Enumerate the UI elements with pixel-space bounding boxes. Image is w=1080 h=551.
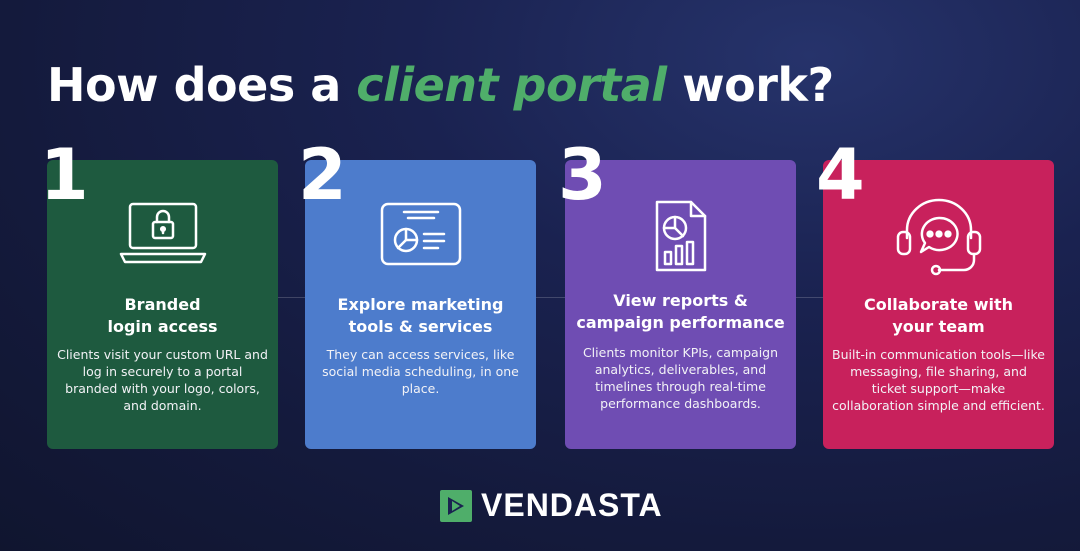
step-description: They can access services, like social me… — [322, 347, 519, 396]
laptop-lock-icon — [119, 202, 206, 264]
dashboard-screen-icon — [380, 202, 461, 266]
brand-name: VENDASTA — [481, 487, 663, 523]
step-title: View reports &campaign performance — [576, 291, 785, 332]
step-description: Clients visit your custom URL and log in… — [57, 347, 268, 413]
report-document-icon — [655, 200, 706, 272]
step-description: Clients monitor KPIs, campaign analytics… — [582, 345, 779, 411]
headset-chat-icon — [896, 198, 981, 276]
step-number-2: 2 — [298, 134, 347, 216]
vendasta-logo-icon — [440, 489, 472, 522]
vendasta-logo: VENDASTA — [439, 487, 663, 524]
title-suffix: work? — [666, 58, 834, 112]
page-title: How does a client portal work? — [47, 58, 834, 112]
title-prefix: How does a — [47, 58, 357, 112]
step-number-3: 3 — [558, 134, 607, 216]
card-connector-line — [270, 297, 830, 298]
step-number-1: 1 — [40, 134, 89, 216]
title-accent: client portal — [356, 58, 667, 112]
step-number-4: 4 — [816, 134, 865, 216]
step-description: Built-in communication tools—like messag… — [832, 347, 1045, 413]
step-card-3: View reports &campaign performance Clien… — [565, 160, 796, 449]
